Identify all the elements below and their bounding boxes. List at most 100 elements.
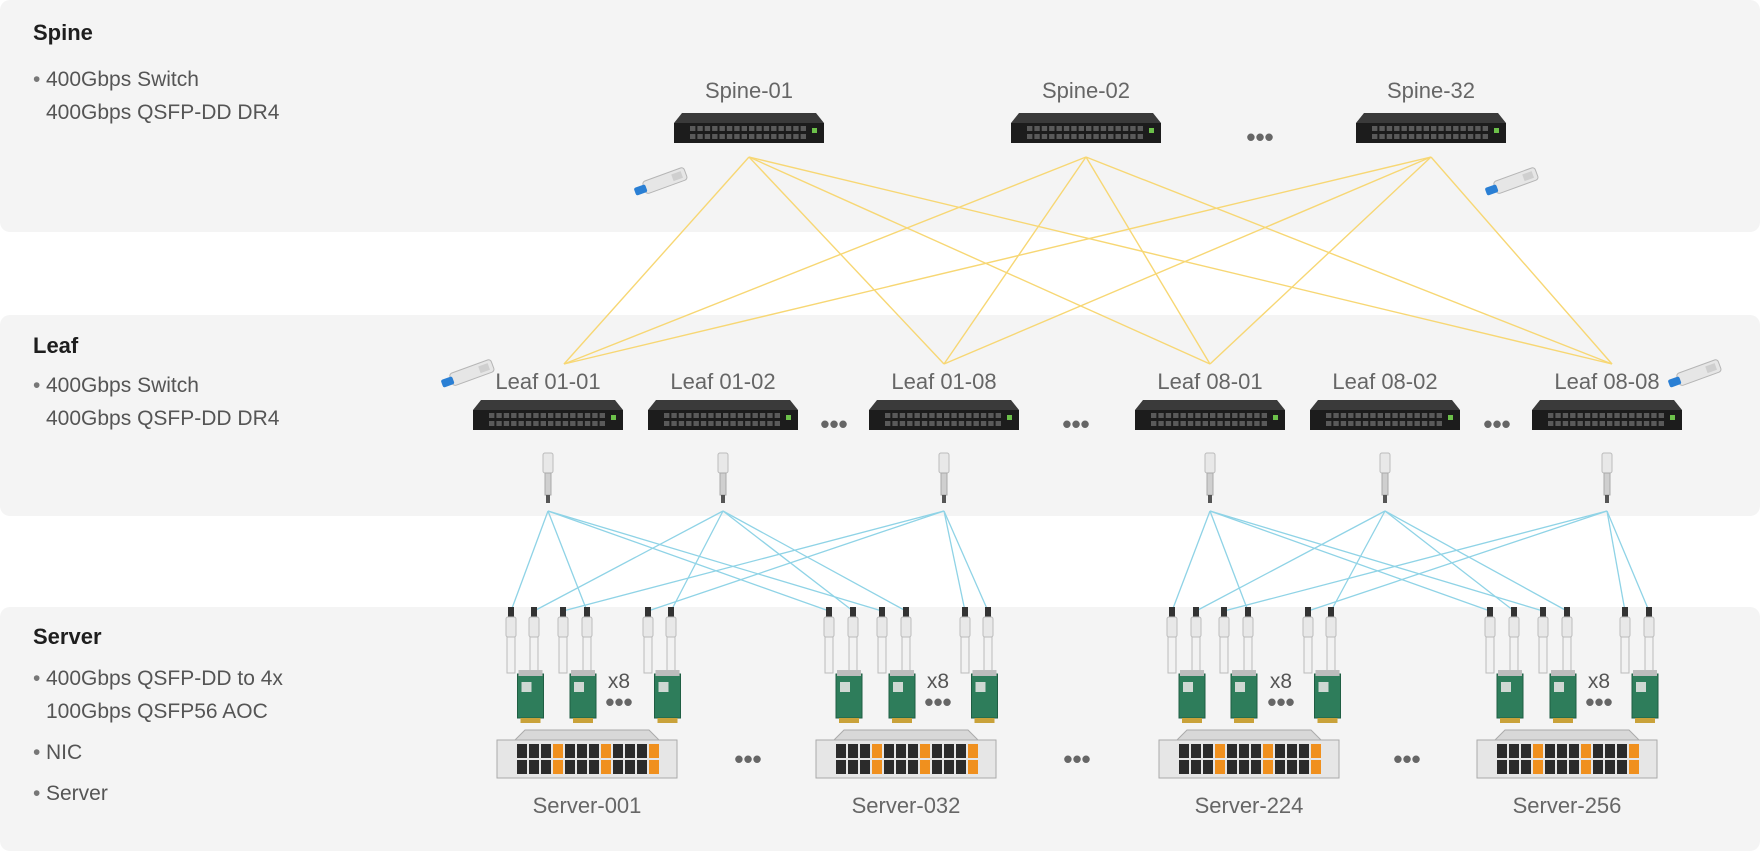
drive-bay: [1629, 760, 1639, 774]
nic-pcb: [971, 673, 998, 719]
nic-chip: [1318, 682, 1329, 692]
switch-led: [1273, 415, 1278, 420]
switch-port: [1372, 126, 1378, 131]
switch-port: [1577, 421, 1583, 426]
switch-port: [1217, 413, 1223, 418]
xcvr-tip: [1221, 607, 1227, 617]
switch-port: [1355, 421, 1361, 426]
switch-port: [1607, 413, 1613, 418]
switch-port: [756, 134, 762, 139]
switch-port: [1173, 421, 1179, 426]
switch-port: [540, 413, 546, 418]
aoc-body: [542, 452, 554, 474]
switch-port: [525, 413, 532, 418]
xcvr-housing: [1620, 636, 1630, 674]
switch-port: [1137, 134, 1143, 139]
xcvr-tip: [1487, 607, 1493, 617]
drive-bay: [872, 760, 882, 774]
server-transceiver: [847, 607, 859, 674]
spec-text: 100Gbps QSFP56 AOC: [46, 700, 268, 723]
spine-switch: [1011, 113, 1161, 143]
switch-port: [1224, 413, 1231, 418]
server-lid: [513, 729, 661, 741]
nic-bracket: [1180, 670, 1204, 676]
module-connector: [1522, 171, 1535, 182]
switch-port: [1607, 421, 1613, 426]
switch-port: [995, 421, 1001, 426]
switch-port: [771, 134, 777, 139]
switch-port: [1629, 413, 1635, 418]
rack-server: [1158, 729, 1340, 779]
aoc-boot: [1206, 472, 1214, 496]
switch-port: [1392, 421, 1398, 426]
switch-port: [885, 421, 891, 426]
drive-bay: [565, 760, 575, 774]
drive-bay: [601, 760, 611, 774]
nic-multiplier: x8: [1270, 670, 1292, 693]
switch-port: [1355, 413, 1361, 418]
xcvr-housing: [558, 636, 568, 674]
switch-top: [473, 400, 623, 410]
switch-led: [1670, 415, 1675, 420]
drive-bay: [565, 744, 575, 758]
drive-bay: [860, 744, 870, 758]
rack-server: [1476, 729, 1658, 779]
xcvr-tip: [1511, 607, 1517, 617]
drive-bay: [601, 744, 611, 758]
switch-port: [533, 421, 539, 426]
switch-port: [1475, 126, 1481, 131]
aoc-boot: [544, 472, 552, 496]
switch-port: [1394, 126, 1400, 131]
nic-gold-fingers: [974, 718, 995, 723]
leaf-server-link: [1606, 510, 1626, 612]
drive-bay: [1593, 744, 1603, 758]
switch-port: [1093, 134, 1099, 139]
aoc-tip: [1208, 495, 1212, 503]
switch-led: [1007, 415, 1012, 420]
xcvr-housing: [1485, 636, 1495, 674]
switch-port: [1056, 126, 1062, 131]
switch-port: [759, 421, 766, 426]
drive-bay: [920, 744, 930, 758]
drive-bay: [1497, 744, 1507, 758]
nic-chip: [975, 682, 986, 692]
server-transceiver: [1166, 607, 1178, 674]
switch-port: [1636, 421, 1642, 426]
leaf-label: Leaf 01-01: [495, 369, 600, 394]
xcvr-tip: [560, 607, 566, 617]
leaf-server-link: [1606, 510, 1650, 612]
xcvr-body: [642, 616, 654, 638]
switch-port: [771, 126, 777, 131]
switch-port: [1165, 421, 1172, 426]
xcvr-tip: [508, 607, 514, 617]
xcvr-tip: [645, 607, 651, 617]
xcvr-housing: [1562, 636, 1572, 674]
nic-chip: [521, 682, 532, 692]
drive-bay: [649, 760, 659, 774]
drive-bay: [1605, 744, 1615, 758]
nic-bracket: [972, 670, 997, 676]
leaf-server-link: [533, 510, 724, 612]
nic-gold-fingers: [1234, 718, 1254, 723]
server-label: Server-224: [1195, 793, 1304, 818]
leaf-server-link: [562, 510, 945, 612]
switch-port: [503, 421, 510, 426]
leaf-server-link: [647, 510, 945, 612]
nic-gold-fingers: [1317, 718, 1338, 723]
xcvr-housing: [1326, 636, 1336, 674]
switch-port: [1078, 134, 1084, 139]
switch-port: [1151, 413, 1157, 418]
leaf-server-link: [547, 510, 883, 612]
switch-port: [496, 421, 502, 426]
switch-port: [1158, 413, 1164, 418]
xcvr-body: [900, 616, 912, 638]
server-transceiver: [528, 607, 540, 674]
switch-port: [1467, 126, 1474, 131]
switch-port: [1394, 134, 1400, 139]
switch-port: [1599, 421, 1605, 426]
drive-bay: [968, 744, 978, 758]
switch-port: [1210, 421, 1216, 426]
drive-bay: [1533, 760, 1543, 774]
aoc-body: [1601, 452, 1613, 474]
